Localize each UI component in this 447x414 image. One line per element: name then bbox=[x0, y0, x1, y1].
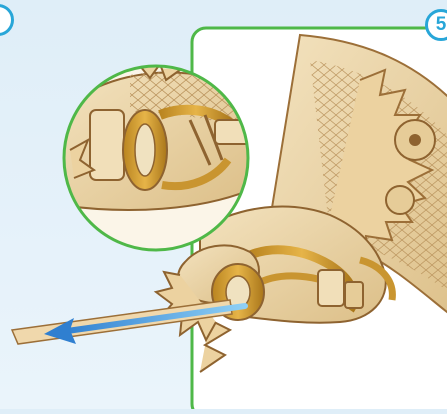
step-frame bbox=[192, 28, 447, 409]
step-number: 5 bbox=[436, 14, 447, 35]
